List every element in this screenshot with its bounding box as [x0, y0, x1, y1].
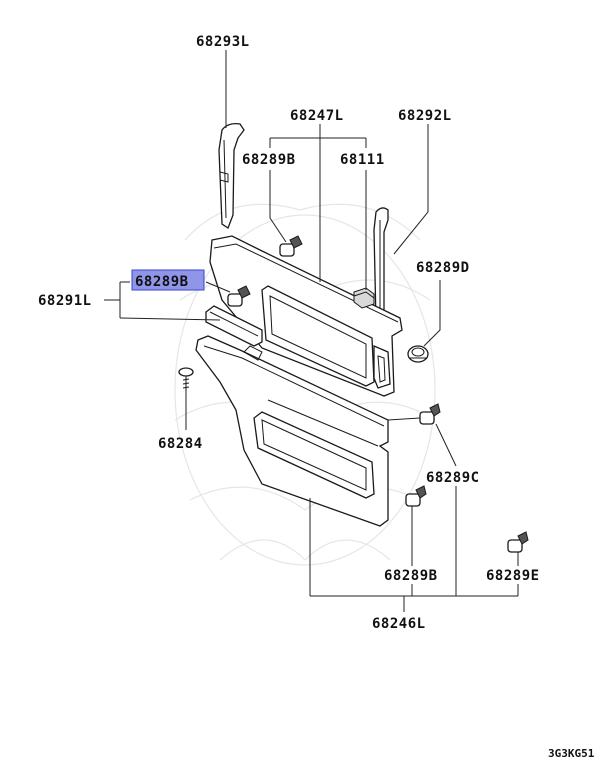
- label-68292L[interactable]: 68292L: [398, 108, 452, 124]
- label-68246L[interactable]: 68246L: [372, 616, 426, 632]
- part-68246L-lower-trim-panel: [195, 335, 389, 527]
- label-68247L[interactable]: 68247L: [290, 108, 344, 124]
- part-68291L-plate: [205, 305, 263, 347]
- part-68289E-clip: [507, 531, 529, 553]
- part-68289D-clip: [407, 345, 429, 363]
- part-68284-screw: [178, 367, 194, 392]
- highlight-box: [131, 269, 205, 291]
- label-68289B-highlighted[interactable]: 68289B: [135, 274, 189, 290]
- label-68293L[interactable]: 68293L: [196, 34, 250, 50]
- label-68289B-bottom[interactable]: 68289B: [384, 568, 438, 584]
- label-68289D[interactable]: 68289D: [416, 260, 470, 276]
- part-68247L-upper-trim-panel: [209, 235, 403, 397]
- label-68284[interactable]: 68284: [158, 436, 203, 452]
- label-68289E[interactable]: 68289E: [486, 568, 540, 584]
- label-68291L[interactable]: 68291L: [38, 293, 92, 309]
- part-68293L-pillar-trim: [218, 122, 245, 229]
- part-68289B-bottom-clip: [405, 485, 427, 507]
- part-68289B-mid-clip: [227, 285, 251, 307]
- leader-lines: [104, 50, 519, 612]
- label-68111[interactable]: 68111: [340, 152, 385, 168]
- figure-code: 3G3KG51: [548, 747, 595, 760]
- part-68289B-top-clip: [279, 235, 303, 257]
- label-68289B-top[interactable]: 68289B: [242, 152, 296, 168]
- label-68289C[interactable]: 68289C: [426, 470, 480, 486]
- part-68289C-clip: [419, 403, 441, 425]
